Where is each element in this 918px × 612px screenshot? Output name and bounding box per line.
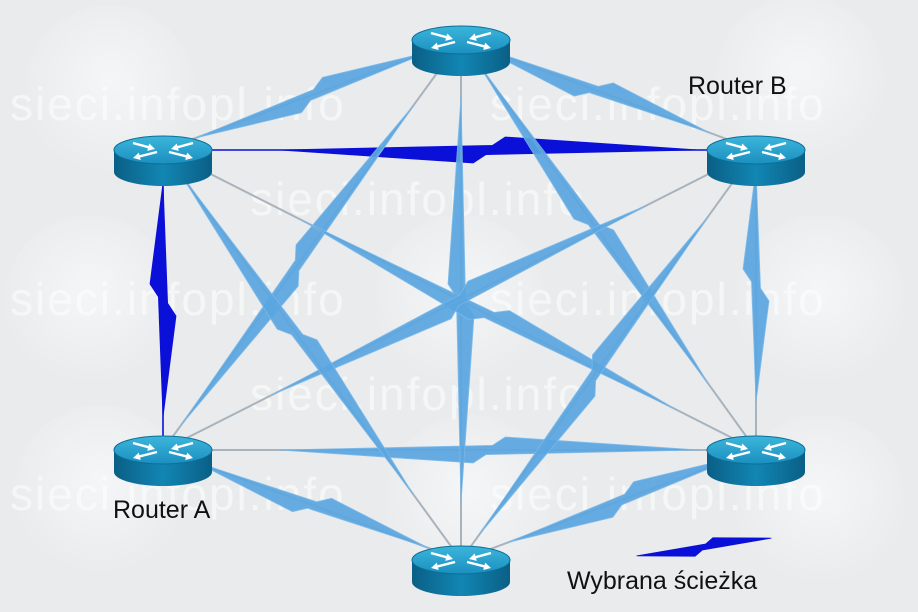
link — [162, 39, 462, 451]
router-icon — [113, 135, 213, 186]
link — [162, 149, 462, 561]
links-layer — [149, 39, 770, 561]
link-bolt — [195, 461, 429, 549]
router-arrows-icon — [132, 441, 194, 461]
link-bolt — [508, 456, 739, 543]
selected-path-legend-icon — [636, 537, 772, 557]
router-icon — [411, 25, 511, 76]
router-arrows-icon — [430, 551, 492, 571]
router-b-label: Router B — [688, 72, 787, 100]
watermark-text: sieci.infopl.info — [250, 368, 586, 420]
link-bolt — [742, 167, 770, 403]
router-a-label: Router A — [113, 496, 211, 524]
link-bolt — [478, 46, 709, 133]
selected-link-bolt — [149, 182, 177, 418]
router-icon — [706, 435, 806, 486]
link — [162, 149, 757, 451]
link-bolt — [478, 215, 710, 536]
link — [742, 150, 770, 450]
router-icon — [411, 545, 511, 596]
link — [460, 39, 757, 451]
link-bolt — [271, 204, 648, 396]
router-arrows-icon — [430, 31, 492, 51]
watermark-text: sieci.infopl.info — [490, 78, 826, 130]
link-bolt — [478, 64, 710, 385]
link-bolt — [180, 105, 414, 426]
router-icon — [706, 135, 806, 186]
router-arrows-icon — [132, 141, 194, 161]
link — [162, 39, 462, 151]
selected-link — [149, 150, 177, 450]
link — [460, 39, 757, 151]
router-arrows-icon — [725, 141, 787, 161]
legend-bolt-icon — [636, 537, 772, 557]
link — [460, 149, 757, 561]
router-icon — [113, 435, 213, 486]
link-bolt — [301, 219, 677, 411]
routers-layer — [113, 25, 806, 596]
legend-label: Wybrana ścieżka — [567, 567, 758, 595]
watermark-text: sieci.infopl.info — [250, 173, 586, 225]
link — [162, 449, 462, 561]
link-bolt — [195, 51, 429, 139]
router-arrows-icon — [725, 441, 787, 461]
selected-link-bolt — [279, 136, 700, 164]
link-bolt — [180, 174, 414, 495]
link — [460, 449, 757, 561]
